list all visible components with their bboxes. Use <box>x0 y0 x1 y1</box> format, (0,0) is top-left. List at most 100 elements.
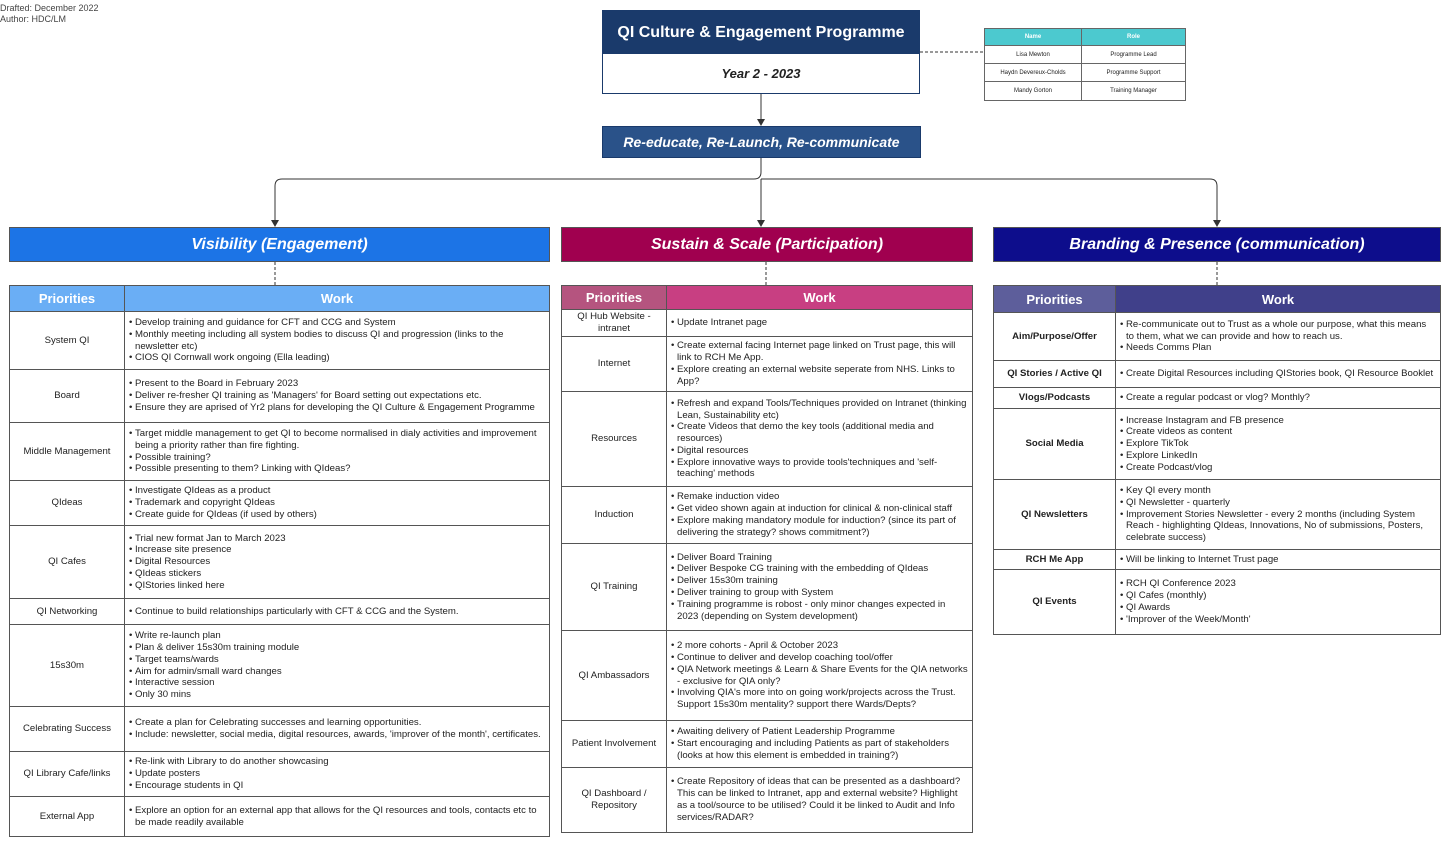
work-item: •Remake induction video <box>671 491 968 503</box>
work-item: •Digital resources <box>671 445 968 457</box>
priority-cell: QI Newsletters <box>993 479 1116 550</box>
work-cell: •Trial new format Jan to March 2023•Incr… <box>124 525 550 599</box>
bullet-icon: • <box>671 575 675 587</box>
work-item-text: 2 more cohorts - April & October 2023 <box>677 640 839 652</box>
work-cell: •Key QI every month•QI Newsletter - quar… <box>1115 479 1441 550</box>
work-item: •Create external facing Internet page li… <box>671 340 968 364</box>
bullet-icon: • <box>1120 485 1124 496</box>
work-item-text: Trial new format Jan to March 2023 <box>135 532 286 544</box>
work-cell: •Update Intranet page <box>666 309 973 337</box>
table-row: Aim/Purpose/Offer •Re-communicate out to… <box>993 312 1441 361</box>
work-item-text: Digital resources <box>677 444 749 456</box>
bullet-icon: • <box>1120 438 1124 450</box>
work-item: •QIdeas stickers <box>129 568 545 580</box>
bullet-icon: • <box>1120 578 1124 590</box>
work-cell: •2 more cohorts - April & October 2023•C… <box>666 630 973 721</box>
work-item-text: Deliver Bespoke CG training with the emb… <box>677 563 929 575</box>
work-item: •Only 30 mins <box>129 689 545 701</box>
work-item-text: Create Digital Resources including QISto… <box>1126 368 1434 380</box>
work-item-text: Encourage students in QI <box>135 779 244 791</box>
bullet-icon: • <box>671 598 675 610</box>
work-item-text: Create Podcast/vlog <box>1126 461 1213 473</box>
work-item-text: Training programme is robost - only mino… <box>677 598 946 622</box>
table-row: Vlogs/Podcasts •Create a regular podcast… <box>993 387 1441 409</box>
priority-cell: QI Events <box>993 569 1116 635</box>
priority-cell: Board <box>9 369 125 423</box>
table-row: QI Stories / Active QI •Create Digital R… <box>993 360 1441 388</box>
bullet-icon: • <box>129 717 133 729</box>
team-header-name: Name <box>984 28 1082 46</box>
bullet-icon: • <box>129 532 133 544</box>
bullet-icon: • <box>129 378 133 390</box>
work-cell: •Develop training and guidance for CFT a… <box>124 311 550 370</box>
bullet-icon: • <box>671 397 675 409</box>
work-item: •Create Podcast/vlog <box>1120 462 1436 474</box>
bullet-icon: • <box>671 491 675 503</box>
work-item-text: Explore making mandatory module for indu… <box>677 515 956 538</box>
priority-cell: 15s30m <box>9 624 125 707</box>
bullet-icon: • <box>129 463 133 475</box>
bullet-icon: • <box>129 641 133 653</box>
work-item-text: Refresh and expand Tools/Techniques prov… <box>677 397 967 421</box>
work-item: •Training programme is robost - only min… <box>671 599 968 623</box>
work-item-text: Target teams/wards <box>135 653 219 665</box>
work-item: •Create a regular podcast or vlog? Month… <box>1120 392 1436 404</box>
work-item: •QI Awards <box>1120 602 1436 614</box>
work-cell: •Create a regular podcast or vlog? Month… <box>1115 387 1441 409</box>
bullet-icon: • <box>129 497 133 509</box>
bullet-icon: • <box>129 316 133 328</box>
bullet-icon: • <box>1120 392 1124 404</box>
bullet-icon: • <box>129 677 133 689</box>
work-item: •Ensure they are aprised of Yr2 plans fo… <box>129 402 545 414</box>
work-cell: •Re-link with Library to do another show… <box>124 751 550 797</box>
work-item: •Awaiting delivery of Patient Leadership… <box>671 726 968 738</box>
work-cell: •Present to the Board in February 2023•D… <box>124 369 550 423</box>
work-cell: •Refresh and expand Tools/Techniques pro… <box>666 391 973 487</box>
author-label: Author: HDC/LM <box>0 14 67 24</box>
work-item: •Digital Resources <box>129 556 545 568</box>
work-item-text: Target middle management to get QI to be… <box>135 427 537 451</box>
work-item-text: Explore TikTok <box>1126 438 1189 450</box>
work-item-text: Get video shown again at induction for c… <box>677 503 952 515</box>
work-item-text: Create Repository of ideas that can be p… <box>677 776 961 823</box>
work-item-text: Possible training? <box>135 451 211 463</box>
work-item-text: Create external facing Internet page lin… <box>677 340 956 364</box>
bullet-icon: • <box>1120 590 1124 602</box>
work-item: •Present to the Board in February 2023 <box>129 378 545 390</box>
priority-cell: QI Dashboard / Repository <box>561 767 667 833</box>
year-subtitle: Year 2 - 2023 <box>721 66 801 81</box>
bullet-icon: • <box>1120 449 1124 461</box>
work-cell: •Deliver Board Training•Deliver Bespoke … <box>666 543 973 631</box>
work-item-text: Explore innovative ways to provide tools… <box>677 456 938 480</box>
bullet-icon: • <box>1120 602 1124 613</box>
priorities-table: Priorities Work System QI •Develop train… <box>9 285 550 837</box>
table-row: Patient Involvement •Awaiting delivery o… <box>561 720 973 768</box>
work-item: •Explore innovative ways to provide tool… <box>671 457 968 481</box>
bullet-icon: • <box>129 665 133 677</box>
work-item-text: Update posters <box>135 768 201 780</box>
work-item-text: Deliver Board Training <box>677 551 772 563</box>
priority-cell: QI Training <box>561 543 667 631</box>
work-item-text: Increase site presence <box>135 544 232 556</box>
work-item: •Create videos as content <box>1120 426 1436 438</box>
work-item: •'Improver of the Week/Month' <box>1120 614 1436 626</box>
work-cell: •Write re-launch plan•Plan & deliver 15s… <box>124 624 550 707</box>
work-cell: •Re-communicate out to Trust as a whole … <box>1115 312 1441 361</box>
work-item-text: Create a regular podcast or vlog? Monthl… <box>1126 392 1310 404</box>
bullet-icon: • <box>671 587 675 598</box>
work-item-text: QIA Network meetings & Learn & Share Eve… <box>677 663 968 687</box>
work-item-text: Deliver 15s30m training <box>677 575 778 587</box>
work-item-text: Re-link with Library to do another showc… <box>135 756 329 768</box>
bullet-icon: • <box>1120 553 1124 565</box>
work-item: •Will be linking to Internet Trust page <box>1120 554 1436 566</box>
bullet-icon: • <box>671 726 675 738</box>
work-item-text: Aim for admin/small ward changes <box>135 665 282 677</box>
work-item-text: QIStories linked here <box>135 579 225 591</box>
bullet-icon: • <box>671 456 675 468</box>
work-item: •Develop training and guidance for CFT a… <box>129 317 545 329</box>
priority-cell: Vlogs/Podcasts <box>993 387 1116 409</box>
work-item-text: Create a plan for Celebrating successes … <box>135 717 422 729</box>
priority-cell: Aim/Purpose/Offer <box>993 312 1116 361</box>
work-item: •Deliver 15s30m training <box>671 575 968 587</box>
